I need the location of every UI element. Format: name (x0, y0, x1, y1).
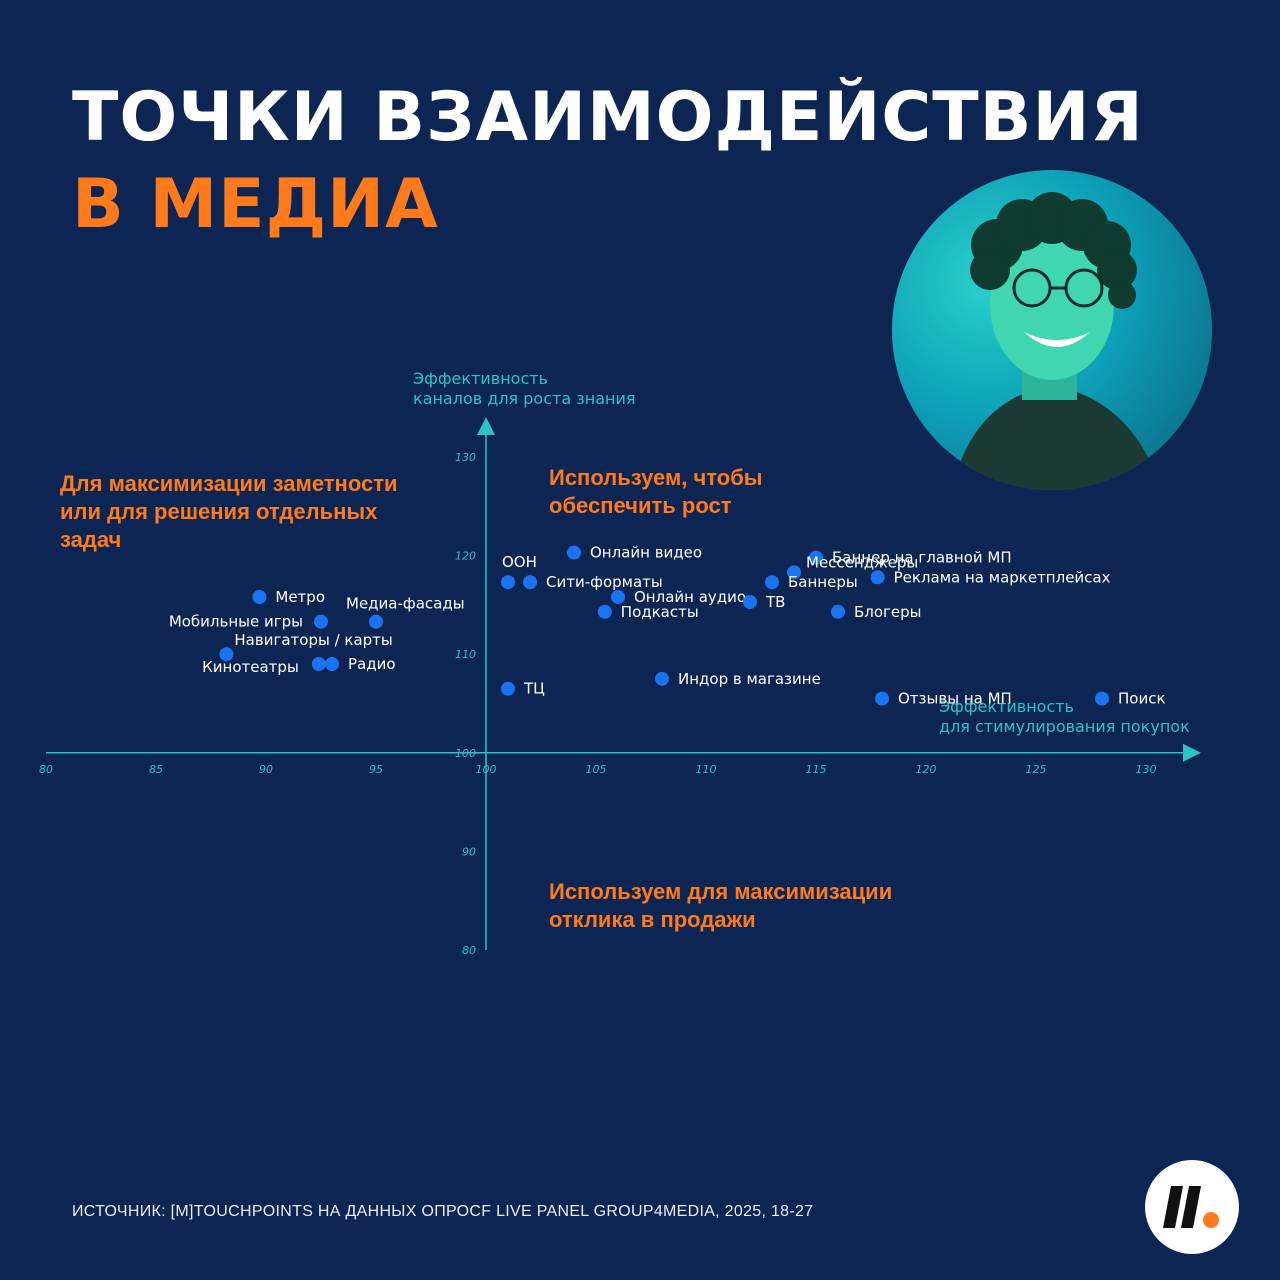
quadrant-bottom-right-line: Используем для максимизации (549, 879, 893, 904)
data-point-label: Сити-форматы (546, 573, 663, 591)
data-point (655, 671, 669, 686)
data-point (831, 604, 845, 619)
x-tick-label: 90 (259, 763, 273, 776)
data-point-label: Индор в магазине (678, 670, 821, 688)
portrait-photo (892, 170, 1212, 490)
data-point-label: Реклама на маркетплейсах (894, 568, 1111, 586)
x-tick-label: 125 (1026, 763, 1047, 776)
logo-icon (1163, 1186, 1219, 1228)
data-point (765, 575, 779, 590)
quadrant-top-left-line: или для решения отдельных (60, 499, 378, 524)
data-point (870, 570, 885, 585)
data-point (314, 614, 328, 629)
x-tick-label: 105 (586, 763, 607, 776)
quadrant-label-top-right: Используем, чтобы обеспечить рост (549, 464, 763, 520)
chart-points: Онлайн видео Баннер на главной МПМессендж… (169, 544, 1166, 708)
quadrant-label-top-left: Для максимизации заметности или для решен… (60, 470, 398, 554)
x-tick-label: 85 (149, 763, 163, 776)
chart-axes (46, 417, 1201, 950)
quadrant-bottom-right-line: отклика в продажи (549, 907, 756, 932)
x-tick-label: 130 (1136, 763, 1157, 776)
data-point-label: Навигаторы / карты (234, 631, 392, 649)
data-point-label: Отзывы на МП (898, 690, 1012, 708)
data-point (787, 565, 801, 580)
portrait-illustration (952, 192, 1162, 490)
x-tick-label: 95 (369, 763, 383, 776)
y-tick-label: 100 (455, 747, 476, 760)
data-point (1095, 691, 1109, 706)
page-subtitle: В МЕДИА (72, 165, 439, 244)
data-point-label: Кинотеатры (202, 658, 299, 676)
x-tick-label: 110 (696, 763, 717, 776)
data-point-label: ТВ (765, 593, 785, 611)
x-axis-label: Эффективность (939, 697, 1074, 716)
data-point-label: Медиа-фасады (346, 595, 465, 613)
data-point-label: Онлайн видео (590, 544, 702, 562)
y-tick-label: 130 (455, 451, 476, 464)
x-tick-label: 100 (476, 763, 497, 776)
data-point (325, 657, 339, 672)
data-point-label: Онлайн аудио (634, 588, 746, 606)
data-point (597, 604, 612, 619)
quadrant-top-left-line: задач (60, 527, 122, 552)
quadrant-top-right-line: Используем, чтобы (549, 465, 763, 490)
y-tick-label: 80 (462, 944, 476, 957)
data-point (252, 590, 267, 605)
data-point-label: Метро (275, 588, 325, 606)
y-axis-label: каналов для роста знания (413, 389, 635, 408)
quadrant-top-right-line: обеспечить рост (549, 493, 732, 518)
data-point (523, 575, 537, 590)
data-point-label: Подкасты (621, 603, 699, 621)
data-point (743, 594, 757, 609)
data-point-label: ТЦ (523, 680, 545, 698)
y-tick-label: 90 (462, 845, 476, 858)
data-point (311, 657, 326, 672)
source-note: ИСТОЧНИК: [M]TOUCHPOINTS НА ДАННЫХ ОПРОС… (72, 1203, 814, 1220)
brand-logo (1145, 1160, 1239, 1254)
data-point (809, 550, 823, 565)
data-point-label: Мессенджеры (806, 553, 918, 571)
data-point-label: Блогеры (854, 603, 922, 621)
page-title: ТОЧКИ ВЗАИМОДЕЙСТВИЯ (72, 78, 1144, 157)
data-point (369, 614, 383, 629)
quadrant-top-left-line: Для максимизации заметности (60, 471, 398, 496)
y-tick-label: 120 (455, 550, 476, 563)
chart-ticks: 80 85 90 95 100 105 110 115 120 125 130 80 90 100 110 1… (39, 451, 1157, 957)
x-tick-label: 115 (806, 763, 827, 776)
y-axis-label: Эффективность (413, 369, 548, 388)
data-point (875, 691, 889, 706)
data-point-label: Радио (348, 655, 396, 673)
data-point-label: Мобильные игры (169, 613, 303, 631)
data-point-label: Баннеры (788, 573, 858, 591)
x-axis-label: для стимулирования покупок (939, 717, 1190, 736)
data-point (567, 545, 581, 560)
data-point (501, 681, 515, 696)
data-point (501, 575, 515, 590)
y-tick-label: 110 (455, 648, 476, 661)
data-point-label: ООН (502, 553, 537, 571)
data-point (611, 590, 625, 605)
data-point-label: Поиск (1118, 690, 1166, 708)
data-point (219, 647, 234, 662)
x-tick-label: 80 (39, 763, 53, 776)
data-point-label: Баннер на главной МП (832, 549, 1012, 567)
x-tick-label: 120 (916, 763, 937, 776)
quadrant-label-bottom-right: Используем для максимизации отклика в про… (549, 878, 892, 934)
